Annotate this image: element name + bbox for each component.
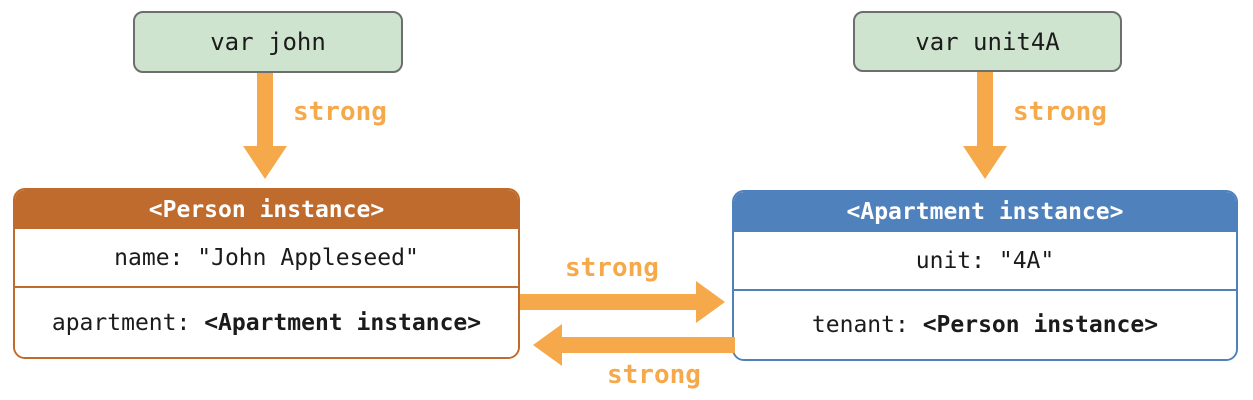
strong-label-john-to-person: strong [293, 97, 387, 127]
arrow-person-to-apartment-arrowhead-icon [696, 281, 725, 323]
person-apartment-value: <Apartment instance> [204, 309, 482, 336]
apartment-tenant-value: <Person instance> [922, 312, 1159, 338]
arrow-apartment-to-person-shaft [562, 337, 735, 353]
var-unit4a-label: var unit4A [915, 27, 1060, 56]
var-unit4a-box: var unit4A [853, 11, 1122, 72]
strong-label-unit4a-to-apartment: strong [1013, 97, 1107, 127]
strong-label-person-to-apartment: strong [565, 253, 659, 283]
arrow-unit4a-to-apartment-shaft [977, 72, 993, 146]
apartment-unit-value: "4A" [998, 247, 1055, 274]
arrow-john-to-person-shaft [257, 73, 273, 146]
arrow-unit4a-to-apartment-arrowhead-icon [963, 146, 1007, 179]
person-apartment-label: apartment: [51, 309, 205, 336]
var-john-label: var john [210, 28, 326, 56]
apartment-unit-label: unit: [915, 247, 999, 274]
arrow-john-to-person-arrowhead-icon [243, 146, 287, 179]
strong-label-apartment-to-person: strong [607, 360, 701, 390]
apartment-instance-box: <Apartment instance> unit: "4A" tenant: … [732, 190, 1238, 361]
arrow-apartment-to-person-arrowhead-icon [533, 324, 562, 366]
person-name-label: name: [114, 244, 198, 271]
person-instance-title: <Person instance> [15, 190, 518, 229]
apartment-unit-row: unit: "4A" [734, 232, 1236, 291]
apartment-tenant-row: tenant: <Person instance> [734, 291, 1236, 359]
apartment-instance-title: <Apartment instance> [734, 192, 1236, 232]
person-name-value: "John Appleseed" [197, 244, 419, 271]
person-instance-box: <Person instance> name: "John Appleseed"… [13, 188, 520, 359]
apartment-tenant-label: tenant: [811, 312, 923, 338]
arrow-person-to-apartment-shaft [520, 294, 696, 310]
person-name-row: name: "John Appleseed" [15, 229, 518, 288]
person-apartment-row: apartment: <Apartment instance> [15, 288, 518, 357]
var-john-box: var john [133, 11, 403, 73]
